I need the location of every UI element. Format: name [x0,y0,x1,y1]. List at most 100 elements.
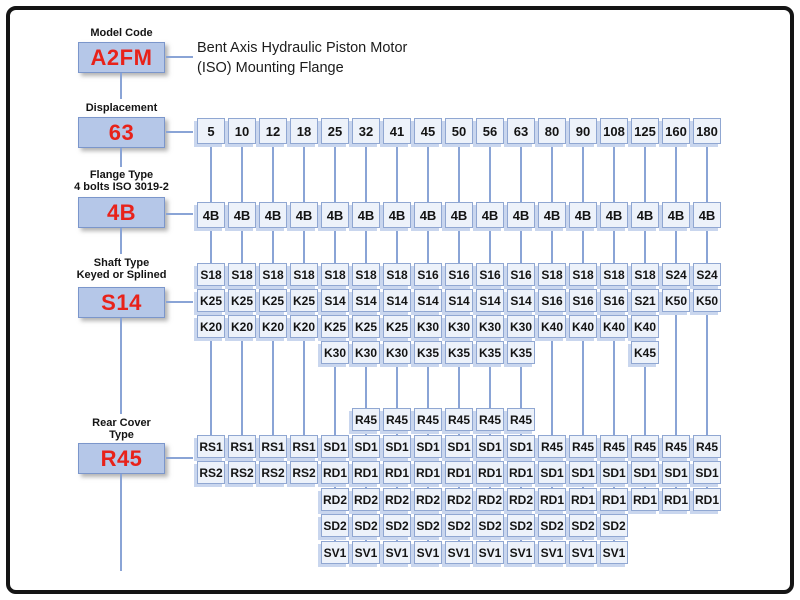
connector-line [166,56,193,58]
shaft-cell: S21 [631,289,659,312]
flange-cell: 4B [631,202,659,228]
rear-cover-cell: RS1 [259,435,287,458]
shaft-cell: S14 [445,289,473,312]
rear-cover-cell: RD1 [538,488,566,511]
displacement-cell: 32 [352,118,380,144]
displacement-cell: 125 [631,118,659,144]
shaft-cell: S18 [538,263,566,286]
column-line [551,144,553,549]
shaft-cell: S16 [538,289,566,312]
rear-cover-cell: SV1 [476,541,504,564]
rear-cover-cell: SV1 [352,541,380,564]
shaft-cell: S16 [507,263,535,286]
column-line [613,144,615,549]
connector-line [120,73,122,99]
flange-cell: 4B [321,202,349,228]
rear-cover-cell: SV1 [507,541,535,564]
shaft-cell: K20 [259,315,287,338]
shaft-cell: S18 [290,263,318,286]
shaft-cell: K30 [414,315,442,338]
rear-cover-cell: SD2 [569,514,597,537]
shaft-cell: S24 [662,263,690,286]
connector-line [166,131,193,133]
rear-cover-cell: RD2 [414,488,442,511]
connector-line [120,318,122,414]
selector-label-flange-type: Flange Type [89,169,154,181]
displacement-cell: 56 [476,118,504,144]
rear-cover-cell: R45 [352,408,380,431]
rear-cover-cell: R45 [631,435,659,458]
rear-cover-cell: SD1 [507,435,535,458]
rear-cover-cell: SD2 [383,514,411,537]
shaft-cell: K40 [600,315,628,338]
shaft-cell: K20 [290,315,318,338]
displacement-cell: 41 [383,118,411,144]
rear-cover-cell: R45 [600,435,628,458]
rear-cover-cell: R45 [507,408,535,431]
rear-cover-cell: RD1 [693,488,721,511]
displacement-cell: 50 [445,118,473,144]
shaft-cell: K35 [476,341,504,364]
rear-cover-cell: R45 [662,435,690,458]
shaft-cell: K40 [569,315,597,338]
shaft-cell: S16 [600,289,628,312]
shaft-cell: S18 [600,263,628,286]
rear-cover-cell: SD2 [321,514,349,537]
connector-line [166,457,193,459]
rear-cover-cell: SD2 [445,514,473,537]
shaft-cell: S14 [352,289,380,312]
shaft-cell: S18 [383,263,411,286]
rear-cover-cell: RD1 [321,461,349,484]
rear-cover-cell: RS2 [197,461,225,484]
rear-cover-cell: SD1 [414,435,442,458]
shaft-cell: K25 [259,289,287,312]
shaft-cell: K25 [383,315,411,338]
rear-cover-cell: SD1 [321,435,349,458]
shaft-cell: K30 [352,341,380,364]
rear-cover-cell: SV1 [414,541,442,564]
rear-cover-cell: R45 [414,408,442,431]
rear-cover-cell: RD1 [631,488,659,511]
shaft-cell: K45 [631,341,659,364]
displacement-cell: 160 [662,118,690,144]
rear-cover-cell: RD1 [445,461,473,484]
shaft-cell: K40 [538,315,566,338]
shaft-cell: K40 [631,315,659,338]
selector-label-flange-type: 4 bolts ISO 3019-2 [74,181,169,193]
rear-cover-cell: SD2 [600,514,628,537]
rear-cover-cell: RD1 [383,461,411,484]
shaft-cell: K25 [197,289,225,312]
rear-cover-cell: R45 [383,408,411,431]
rear-cover-cell: SV1 [321,541,349,564]
connector-line [166,301,193,303]
displacement-cell: 63 [507,118,535,144]
selector-label-shaft-type: Shaft Type [93,257,150,269]
shaft-cell: S16 [445,263,473,286]
flange-cell: 4B [352,202,380,228]
shaft-cell: K35 [414,341,442,364]
rear-cover-cell: RS1 [290,435,318,458]
rear-cover-cell: SD1 [569,461,597,484]
flange-cell: 4B [569,202,597,228]
flange-cell: 4B [445,202,473,228]
rear-cover-cell: RD1 [352,461,380,484]
flange-cell: 4B [476,202,504,228]
rear-cover-cell: RD1 [569,488,597,511]
selector-value-rear-cover-type: R45 [78,443,165,474]
rear-cover-cell: RD2 [507,488,535,511]
selector-value-shaft-type: S14 [78,287,165,318]
rear-cover-cell: RD1 [507,461,535,484]
shaft-cell: S16 [569,289,597,312]
rear-cover-cell: SD2 [414,514,442,537]
shaft-cell: K30 [476,315,504,338]
column-line [706,144,708,496]
rear-cover-cell: RS2 [228,461,256,484]
rear-cover-cell: SD1 [631,461,659,484]
shaft-cell: K20 [228,315,256,338]
shaft-cell: S18 [631,263,659,286]
rear-cover-cell: RS1 [197,435,225,458]
rear-cover-cell: R45 [693,435,721,458]
flange-cell: 4B [383,202,411,228]
displacement-cell: 10 [228,118,256,144]
rear-cover-cell: RD2 [476,488,504,511]
